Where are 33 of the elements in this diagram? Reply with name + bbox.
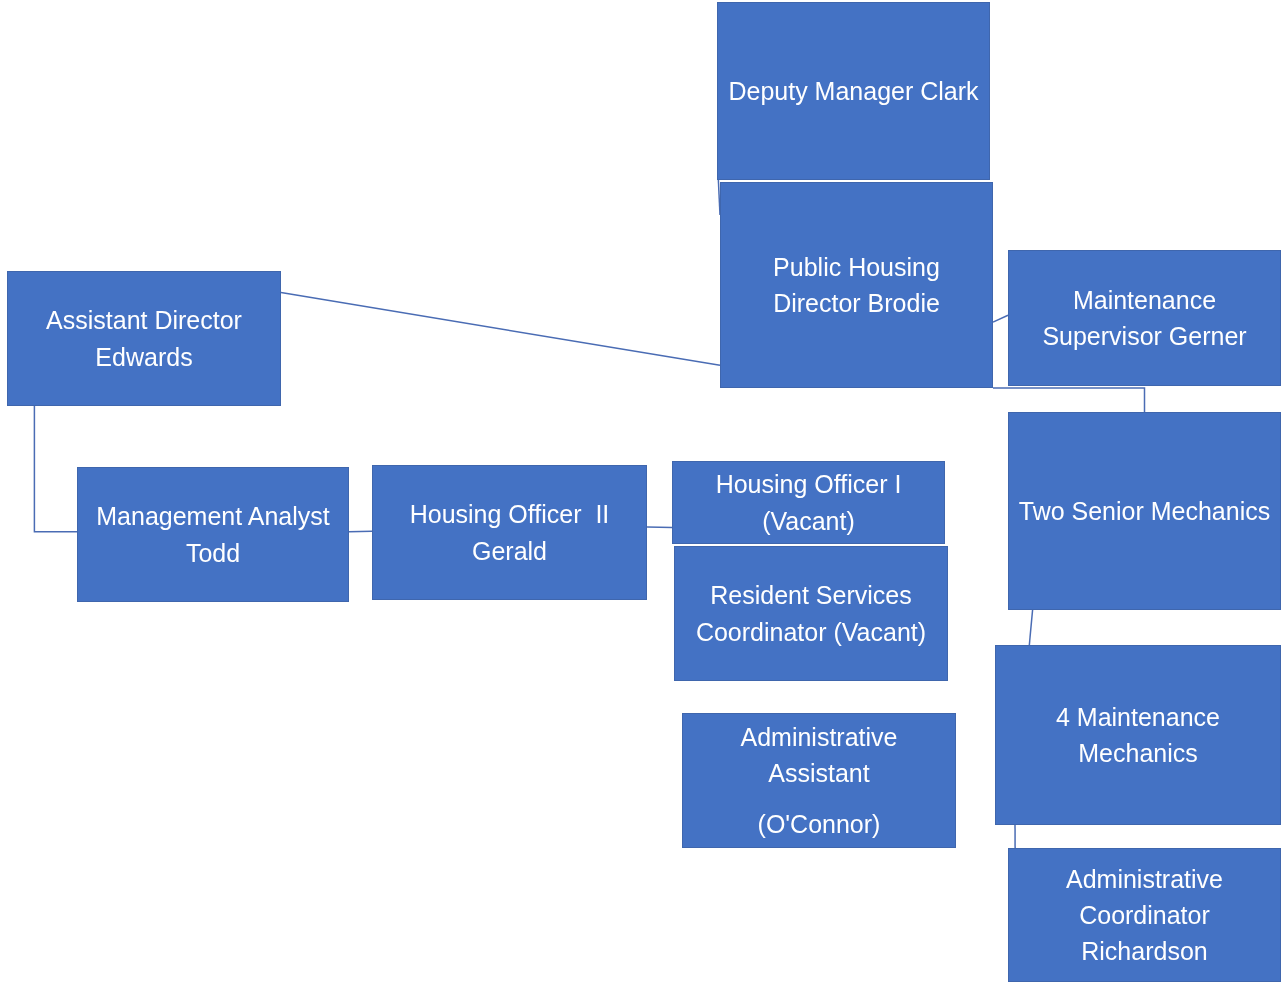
position-title: Public Housing Director Brodie: [772, 251, 941, 319]
org-box: [672, 461, 945, 544]
org-box: [1008, 250, 1281, 386]
org-box: [1008, 412, 1281, 610]
connector-line: [992, 387, 1146, 413]
position-title: (O'Connor): [757, 808, 881, 840]
connector-line: [646, 526, 673, 529]
position-title: 4 Maintenance Mechanics: [1055, 701, 1221, 769]
org-box: [77, 467, 349, 602]
connector-line: [1028, 609, 1034, 646]
position-title: Resident Services Coordinator (Vacant): [694, 580, 928, 648]
org-box: [1008, 848, 1281, 982]
position-title: Assistant Director Edwards: [45, 305, 243, 373]
connector-line: [280, 291, 721, 367]
position-title: Administrative Assistant: [739, 722, 899, 790]
org-box: [372, 465, 647, 600]
org-box: [674, 546, 948, 681]
position-title: Deputy Manager Clark: [728, 75, 979, 107]
position-title: Two Senior Mechanics: [1018, 495, 1271, 527]
connector-line: [348, 530, 373, 533]
position-title: Maintenance Supervisor Gerner: [1041, 284, 1248, 352]
position-title: Management Analyst Todd: [95, 501, 331, 569]
org-box: [995, 645, 1281, 825]
org-box: [720, 182, 993, 388]
position-title: Housing Officer II Gerald: [408, 499, 611, 567]
connector-line: [33, 405, 78, 533]
connector-line: [992, 314, 1009, 323]
org-box: [7, 271, 281, 406]
position-title: Housing Officer I (Vacant): [714, 469, 903, 537]
org-box: [717, 2, 990, 180]
connector-line: [1014, 824, 1016, 849]
org-box: [682, 713, 956, 848]
position-title: Administrative Coordinator Richardson: [1065, 863, 1224, 968]
